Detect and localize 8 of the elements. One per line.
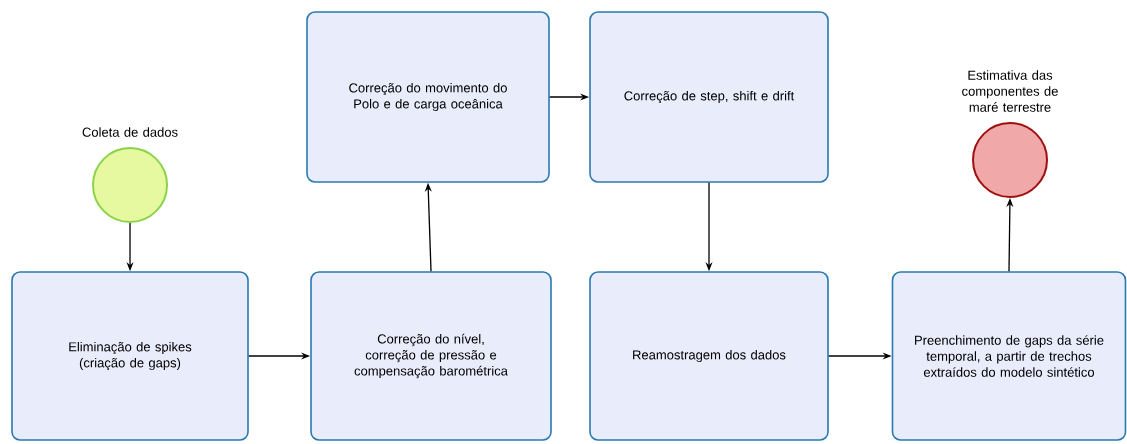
node-label: Estimativa das componentes de maré terrestre xyxy=(962,70,1058,112)
process-box: Eliminação de spikes (criação de gaps) xyxy=(11,271,249,441)
node-label: Coleta de dados xyxy=(82,127,178,137)
process-box: Correção de step, shift e drift xyxy=(589,11,829,183)
process-box: Preenchimento de gaps da série temporal, a partir de trechos extraídos do modelo sintético xyxy=(891,271,1127,441)
process-box: Correção do movimento do Polo e de carga oceânica xyxy=(306,11,550,183)
process-box: Correção do nível, correção de pressão e compensação barométrica xyxy=(310,271,552,441)
process-box: Reamostragem dos dados xyxy=(589,271,829,441)
